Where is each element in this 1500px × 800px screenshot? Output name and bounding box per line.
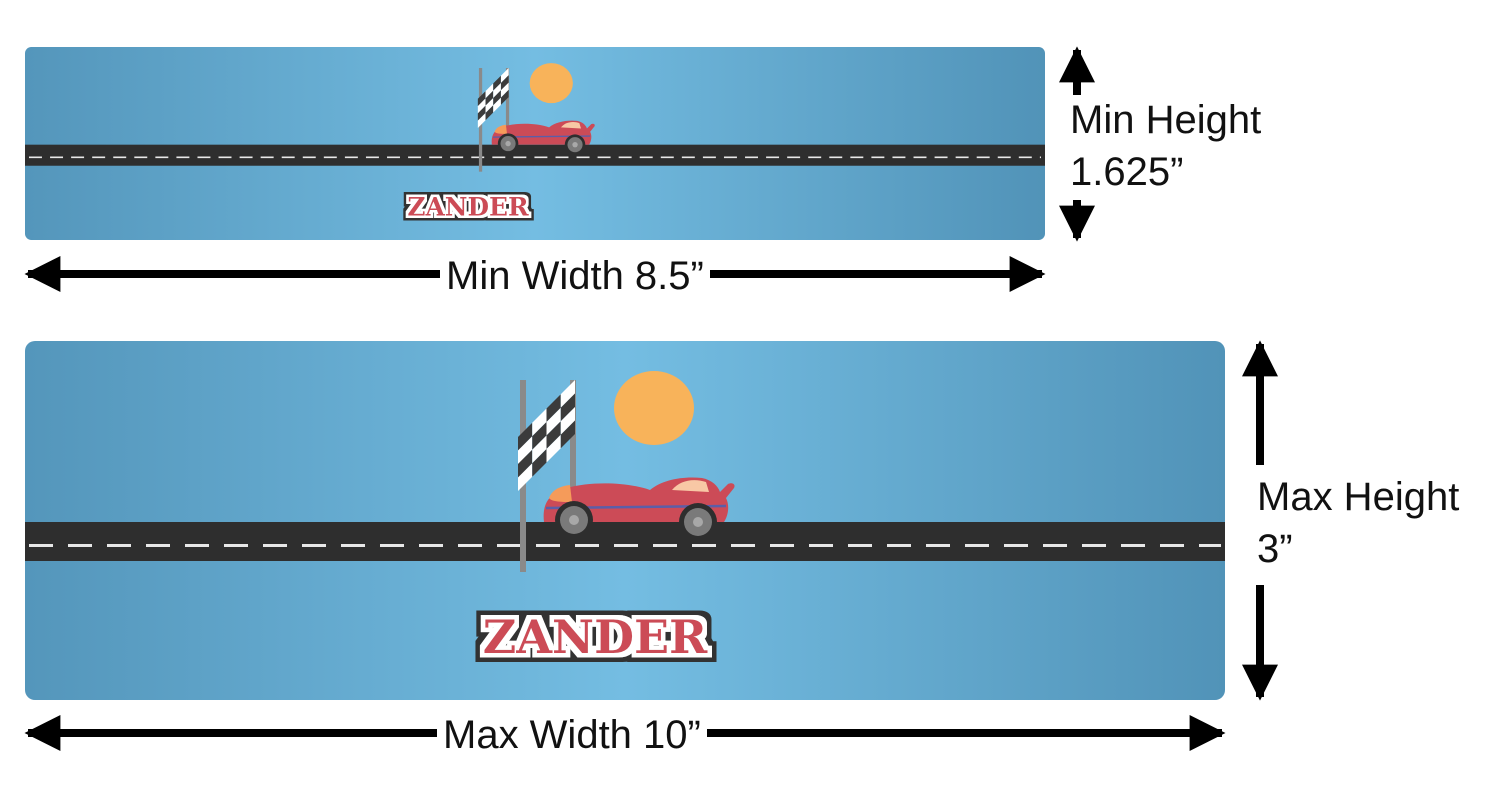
- name-text: ZANDER: [407, 192, 529, 221]
- flag-square: [485, 97, 494, 113]
- race-scene: [477, 63, 595, 172]
- flag-square: [477, 105, 486, 121]
- min-width-label: Min Width 8.5”: [440, 256, 710, 296]
- car-hub: [693, 517, 703, 527]
- car-headlight: [494, 124, 507, 134]
- flag-square: [518, 463, 533, 491]
- flag-square: [546, 407, 561, 436]
- flag-square: [500, 82, 509, 98]
- road: [25, 522, 1225, 561]
- flag-square: [532, 408, 547, 437]
- car-headlight: [549, 485, 572, 502]
- sun: [614, 371, 694, 445]
- flag-square: [500, 68, 509, 83]
- max-width-label: Max Width 10”: [437, 715, 707, 755]
- flag-square: [518, 436, 533, 464]
- flag-square: [560, 380, 575, 408]
- flag-square: [500, 75, 509, 91]
- car-window: [672, 480, 709, 492]
- flag-square: [477, 98, 486, 114]
- road: [25, 144, 1045, 166]
- banner-min-preview: ZANDER: [25, 47, 1045, 240]
- flag-square: [532, 449, 547, 477]
- checkered-flag: [477, 68, 509, 128]
- flag-square: [493, 82, 501, 98]
- flag-square: [485, 90, 494, 106]
- flag-square: [518, 449, 533, 478]
- flag-square: [493, 75, 501, 91]
- flag-square: [518, 422, 533, 451]
- banner-max-preview: ZANDER: [25, 341, 1225, 700]
- flag-square: [485, 105, 494, 121]
- name-text: ZANDER: [483, 610, 708, 664]
- min-height-value: 1.625”: [1070, 150, 1184, 194]
- flag-square: [477, 91, 486, 107]
- flag-square: [485, 83, 494, 99]
- flag-square: [477, 112, 486, 128]
- car-hub: [505, 140, 511, 147]
- flag-square: [560, 407, 575, 435]
- car-hub: [569, 515, 579, 525]
- max-height-label: Max Height: [1257, 475, 1460, 519]
- flag-square: [546, 421, 561, 449]
- car-hub: [572, 141, 578, 148]
- flag-square: [560, 393, 575, 422]
- race-car: [491, 120, 595, 155]
- flag-square: [546, 434, 561, 463]
- sun: [529, 63, 573, 104]
- min-height-label: Min Height: [1070, 98, 1262, 142]
- flag-square: [493, 90, 501, 106]
- flag-square: [546, 394, 561, 422]
- checkered-flag: [518, 380, 575, 491]
- flag-square: [493, 97, 501, 113]
- race-car: [543, 477, 735, 541]
- car-window: [561, 122, 581, 129]
- max-height-value: 3”: [1257, 527, 1293, 571]
- flag-square: [532, 422, 547, 450]
- flag-square: [500, 89, 509, 105]
- race-scene: [518, 371, 735, 572]
- flag-square: [560, 420, 575, 449]
- flag-square: [532, 435, 547, 464]
